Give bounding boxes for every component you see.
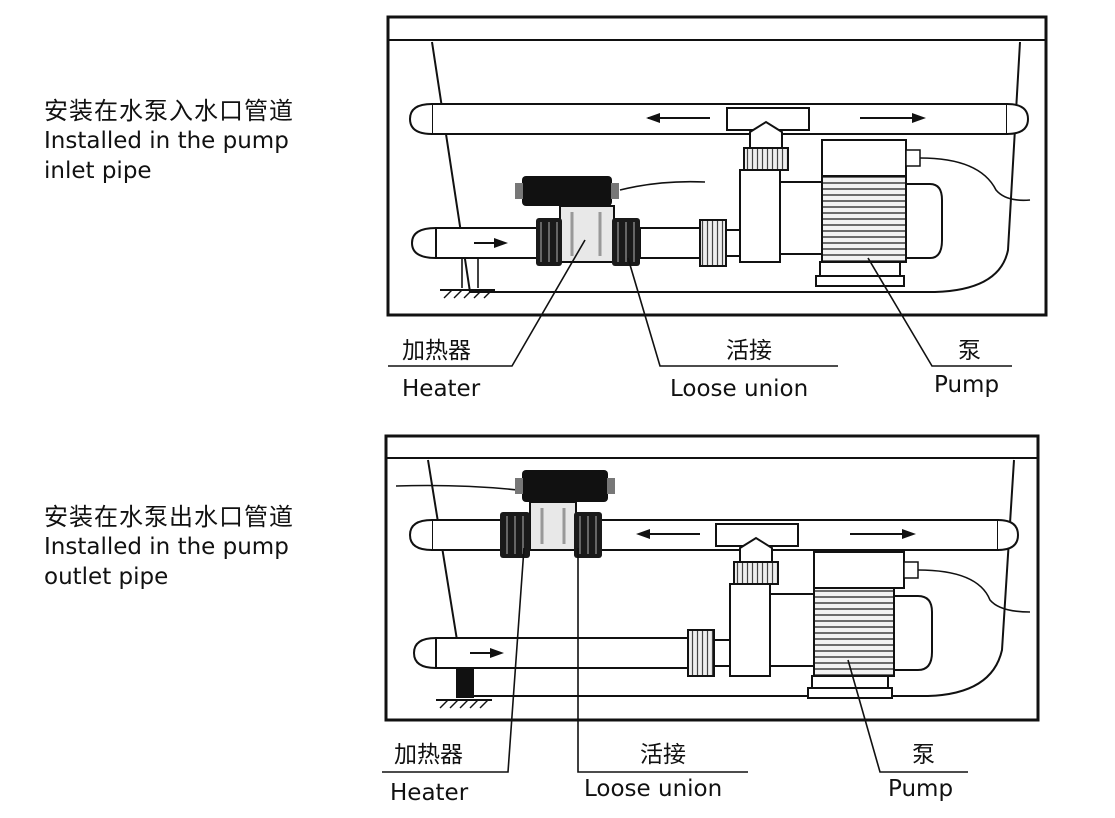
- top-return-pipe: [408, 103, 1030, 171]
- bottom-heater-label-zh: 加热器: [394, 742, 463, 768]
- top-tub-wall: [431, 41, 1021, 293]
- bottom-pump: [729, 551, 1031, 699]
- bottom-union-label-en: Loose union: [584, 776, 722, 802]
- bottom-loose-union-left: [500, 512, 530, 558]
- top-pump: [739, 139, 1031, 287]
- top-ground-support: [440, 258, 495, 299]
- bottom-loose-union-right: [574, 512, 602, 558]
- top-loose-union-left: [536, 218, 562, 266]
- bottom-heater-label-en: Heater: [390, 780, 469, 806]
- top-heater: [515, 176, 706, 263]
- top-inlet-pipe: [410, 219, 741, 267]
- bottom-return-pipe: [408, 519, 1020, 585]
- top-pump-label-en: Pump: [934, 372, 999, 398]
- bottom-heater: [395, 470, 615, 551]
- top-leader-lines: [388, 239, 1012, 367]
- bottom-caption-en-line2: outlet pipe: [44, 564, 169, 590]
- bottom-diagram: 加热器 Heater 活接 Loose union 泵 Pump: [382, 434, 1040, 806]
- top-pump-label-zh: 泵: [958, 338, 981, 364]
- bottom-tub-frame: [384, 434, 1040, 722]
- bottom-pump-label-en: Pump: [888, 776, 953, 802]
- top-loose-union-right: [612, 218, 640, 266]
- top-heater-label-en: Heater: [402, 376, 481, 402]
- bottom-union-label-zh: 活接: [640, 742, 686, 768]
- bottom-caption: 安装在水泵出水口管道 Installed in the pump outlet …: [44, 502, 294, 592]
- top-caption: 安装在水泵入水口管道 Installed in the pump inlet p…: [44, 96, 294, 186]
- bottom-tub-wall: [427, 459, 1015, 697]
- bottom-caption-zh: 安装在水泵出水口管道: [44, 503, 294, 531]
- bottom-inlet-pipe: [412, 629, 731, 677]
- bottom-leader-lines: [382, 547, 968, 773]
- top-caption-en-line2: inlet pipe: [44, 158, 152, 184]
- top-diagram: 加热器 Heater 活接 Loose union 泵 Pump: [386, 15, 1048, 402]
- top-union-label-en: Loose union: [670, 376, 808, 402]
- bottom-ground-support: [436, 668, 492, 709]
- top-tub-frame: [386, 15, 1048, 317]
- top-heater-label-zh: 加热器: [402, 338, 471, 364]
- bottom-pump-label-zh: 泵: [912, 742, 935, 768]
- top-caption-en-line1: Installed in the pump: [44, 128, 289, 154]
- top-caption-zh: 安装在水泵入水口管道: [44, 97, 294, 125]
- bottom-caption-en-line1: Installed in the pump: [44, 534, 289, 560]
- top-union-label-zh: 活接: [726, 338, 772, 364]
